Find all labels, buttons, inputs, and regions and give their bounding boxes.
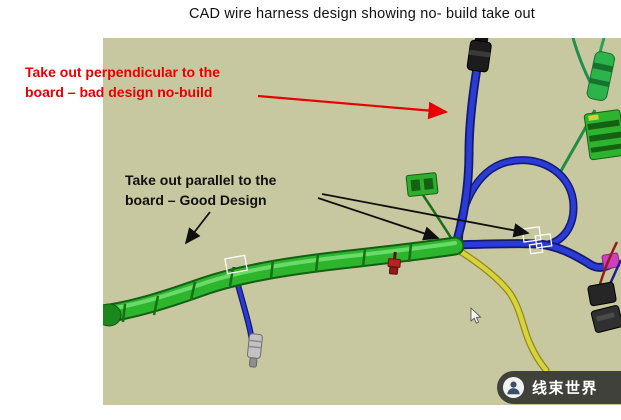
top-connector xyxy=(466,38,492,73)
annotation-good-line1: Take out parallel to the xyxy=(125,172,277,188)
mouse-cursor-icon xyxy=(470,307,482,324)
bottom-connector xyxy=(246,333,263,368)
page-title: CAD wire harness design showing no- buil… xyxy=(188,6,536,22)
yellow-wire xyxy=(451,244,550,374)
trunk-selection-box xyxy=(224,254,248,275)
annotation-bad-design: Take out perpendicular to the board – ba… xyxy=(25,62,220,102)
watermark-logo-icon xyxy=(502,376,525,399)
annotation-good-line2: board – Good Design xyxy=(125,192,267,208)
red-connector xyxy=(387,251,402,275)
annotation-bad-line1: Take out perpendicular to the xyxy=(25,64,220,80)
harness-trunk xyxy=(103,236,465,327)
blue-horizontal-wire xyxy=(448,239,616,272)
top-right-connector xyxy=(559,38,615,172)
watermark: 线束世界 xyxy=(497,371,621,404)
watermark-text: 线束世界 xyxy=(532,380,599,397)
annotation-good-design: Take out parallel to the board – Good De… xyxy=(125,170,276,210)
right-green-block xyxy=(583,109,621,161)
annotation-bad-line2: board – bad design no-build xyxy=(25,84,213,100)
bottom-right-connectors xyxy=(587,241,621,333)
